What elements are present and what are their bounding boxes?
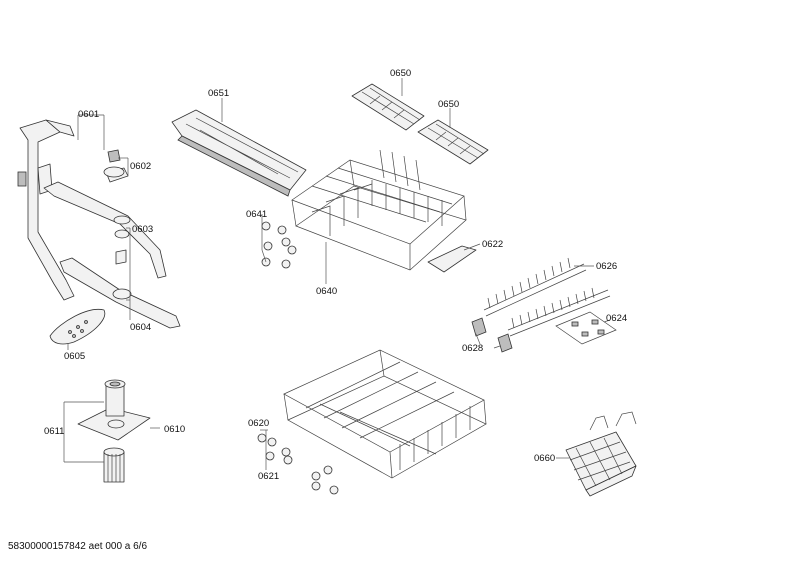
label-0611: 0611: [44, 426, 64, 437]
rollers-0620: [257, 433, 291, 461]
rack-insert-0650-a: [351, 83, 425, 131]
micro-filter-0611: [103, 447, 125, 483]
label-0641: 0641: [246, 209, 267, 220]
holders-0624: [555, 311, 617, 345]
handle-0622: [427, 245, 477, 273]
label-0621: 0621: [258, 471, 279, 482]
upper-basket-0640: [291, 149, 467, 271]
lower-spray-arm-0604: [59, 257, 181, 329]
leader-lines: [63, 78, 611, 470]
label-0628: 0628: [462, 343, 483, 354]
rollers-0621: [283, 455, 339, 495]
label-0602: 0602: [130, 161, 151, 172]
lower-basket: [283, 349, 487, 479]
filter-assembly-0610: [77, 379, 151, 441]
rack-insert-0650-b: [417, 119, 489, 165]
label-0650-b: 0650: [438, 99, 459, 110]
label-0605: 0605: [64, 351, 85, 362]
filter-plate-0605: [49, 308, 106, 345]
tine-rows-0626: [483, 257, 611, 337]
label-0601: 0601: [78, 109, 99, 120]
label-0603: 0603: [132, 224, 153, 235]
label-0660: 0660: [534, 453, 555, 464]
cutlery-tray-0651: [171, 109, 307, 197]
roller-screws-0641: [261, 221, 297, 269]
upper-spray-arm-0603: [43, 181, 167, 279]
cutlery-basket-0660: [565, 411, 637, 497]
label-0626: 0626: [596, 261, 617, 272]
label-0640: 0640: [316, 286, 337, 297]
clips-0628: [471, 317, 513, 353]
clip-0602: [103, 149, 129, 183]
label-0651: 0651: [208, 88, 229, 99]
label-0604: 0604: [130, 322, 151, 333]
label-0624: 0624: [606, 313, 627, 324]
label-0650-a: 0650: [390, 68, 411, 79]
document-footer: 58300000157842 aet 000 a 6/6: [8, 541, 148, 552]
label-0610: 0610: [164, 424, 185, 435]
label-0620: 0620: [248, 418, 269, 429]
label-0622: 0622: [482, 239, 503, 250]
